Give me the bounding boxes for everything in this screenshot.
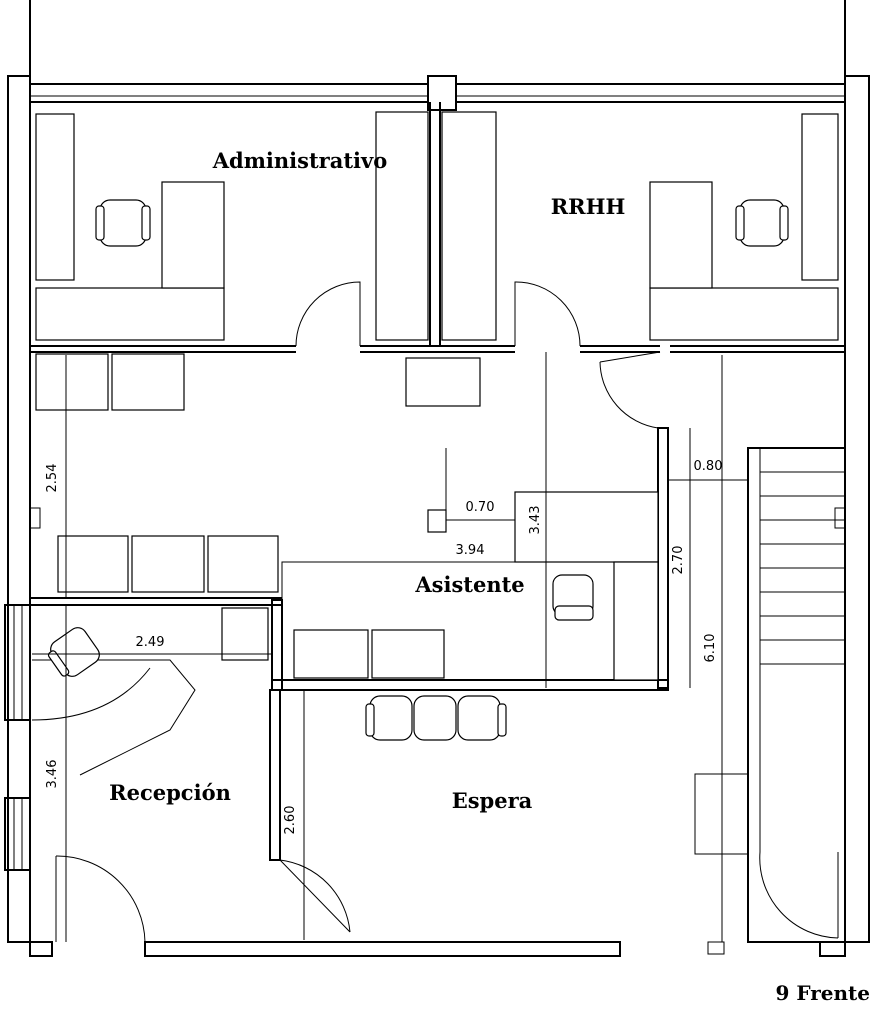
dimension-label: 6.10	[703, 634, 718, 663]
staircase	[694, 448, 845, 939]
dimension-label: 3.94	[456, 543, 485, 558]
room-label-recepcion: Recepción	[109, 780, 231, 805]
room-label-rrhh: RRHH	[551, 194, 626, 219]
recepcion-furniture	[31, 607, 269, 776]
dimension-label: 0.70	[466, 500, 495, 515]
administrativo-furniture	[35, 113, 225, 341]
outer-walls	[7, 0, 870, 957]
room-label-asistente: Asistente	[414, 572, 524, 597]
espera-chairs	[365, 695, 507, 741]
central-cabinets	[375, 111, 497, 407]
dimension-label: 3.46	[45, 760, 60, 789]
open-area-furniture	[35, 353, 447, 593]
frente-label: 9 Frente	[776, 981, 871, 1005]
dimension-label: 2.49	[136, 635, 165, 650]
dimension-label: 3.43	[528, 506, 543, 535]
rrhh-furniture	[649, 113, 839, 341]
dimension-label: 2.60	[283, 806, 298, 835]
dimension-label: 2.54	[45, 464, 60, 493]
room-label-espera: Espera	[452, 788, 533, 813]
dimension-lines	[32, 352, 748, 942]
asistente-furniture	[281, 491, 659, 681]
doors	[55, 281, 661, 943]
interior-walls	[4, 102, 846, 943]
room-label-administrativo: Administrativo	[212, 148, 388, 173]
dimension-label: 0.80	[694, 459, 723, 474]
dimension-label: 2.70	[671, 546, 686, 575]
